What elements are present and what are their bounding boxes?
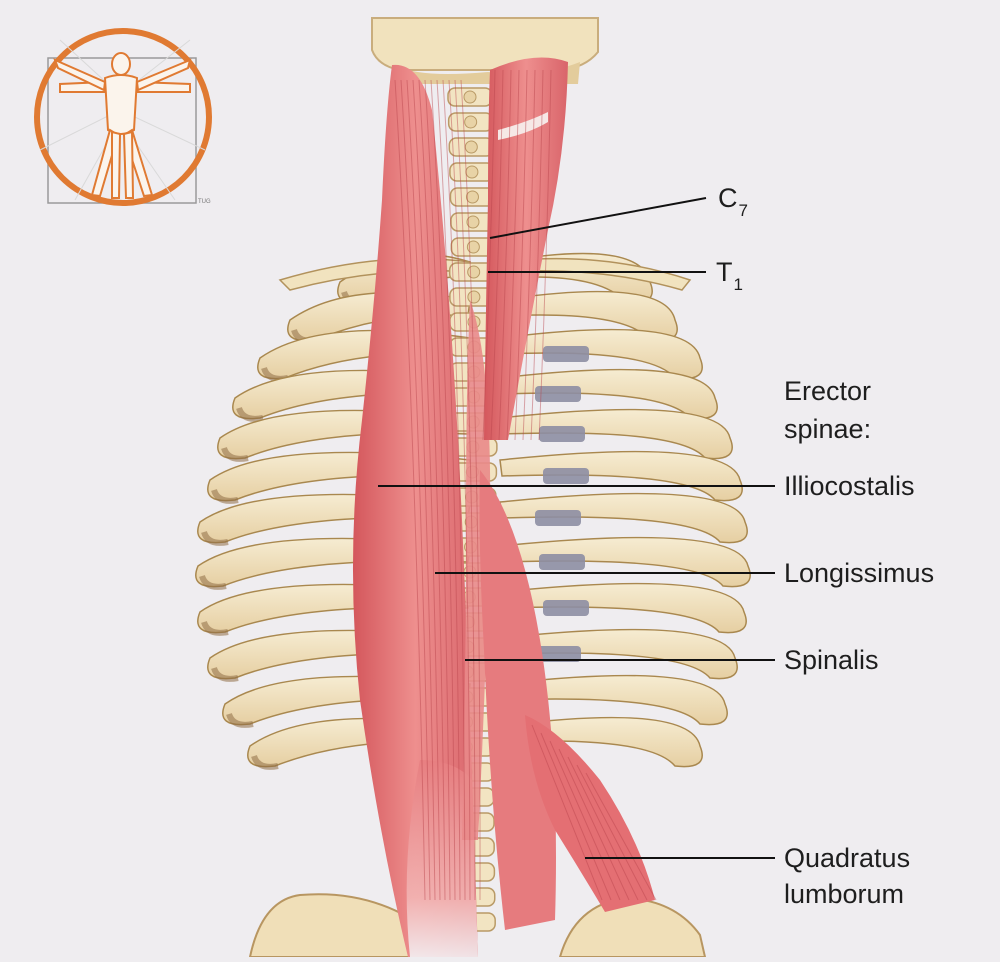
costal-cartilage	[539, 554, 585, 570]
costal-cartilage	[543, 600, 589, 616]
right-muscle-fiber	[498, 69, 512, 441]
costal-cartilage	[535, 510, 581, 526]
left-rib-shadow	[251, 754, 279, 770]
right-lower-muscle	[479, 470, 556, 930]
quadratus-fiber	[540, 732, 612, 901]
leader-c7	[489, 197, 707, 239]
right-muscle-fiber	[482, 69, 496, 441]
label-illiocostalis: Illiocostalis	[784, 471, 915, 501]
spinous-process	[465, 165, 479, 179]
label-erector-spinae-line1: Erector	[784, 376, 872, 406]
left-rib-shadow	[211, 488, 239, 504]
leader-lines	[378, 197, 775, 859]
costal-cartilage	[539, 426, 585, 442]
left-rib-shadow	[221, 446, 249, 462]
label-quadratus-line2: lumborum	[784, 879, 905, 909]
left-muscle-fiber	[436, 79, 461, 901]
label-erector-spinae-line2: spinae:	[784, 414, 872, 444]
spinous-process	[466, 240, 480, 254]
label-quadratus-line1: Quadratus	[784, 843, 911, 873]
quadratus-fiber	[558, 748, 630, 901]
erector-spinae-muscles	[352, 57, 657, 957]
spinous-process	[467, 265, 481, 279]
quadratus-lumborum-muscle	[525, 715, 655, 912]
vitruvian-logo: TUG	[34, 28, 212, 206]
left-muscle-fiber	[442, 79, 466, 901]
left-rib-shadow	[236, 406, 264, 422]
left-spinalis-muscle	[462, 300, 491, 840]
left-muscle-fiber	[448, 79, 471, 901]
costal-cartilage	[543, 346, 589, 362]
left-rib-shadow	[226, 712, 254, 728]
right-muscle-fiber	[530, 69, 544, 441]
spinous-process	[464, 115, 478, 129]
right-muscle-fiber	[490, 69, 504, 441]
right-muscle-fiber	[514, 69, 528, 441]
label-c7: C7	[718, 183, 748, 220]
right-muscle-fiber	[522, 69, 536, 441]
quadratus-fiber	[585, 772, 657, 901]
left-muscle-fiber	[394, 79, 426, 901]
left-muscle-fiber	[418, 79, 446, 901]
quadratus-fiber	[567, 756, 639, 901]
left-rib-shadow	[201, 620, 229, 636]
right-rib	[499, 492, 748, 544]
left-muscle-fiber	[424, 79, 451, 901]
left-muscle-fiber	[412, 79, 441, 901]
quadratus-fiber	[531, 724, 603, 901]
right-neck-muscle	[484, 57, 568, 440]
spinous-process	[463, 90, 477, 104]
right-rib	[499, 450, 743, 502]
logo-mark: TUG	[198, 199, 211, 205]
right-rib	[499, 368, 718, 420]
left-rib-shadow	[199, 574, 227, 590]
left-muscle-fiber	[400, 79, 431, 901]
left-erector-muscle	[352, 64, 478, 957]
label-spinalis: Spinalis	[784, 645, 879, 675]
right-clavicle	[499, 257, 692, 291]
right-rib	[499, 674, 728, 726]
left-muscle-fiber	[406, 79, 436, 901]
left-muscle-fiber	[430, 79, 456, 901]
right-rib	[499, 536, 751, 588]
quadratus-fiber	[549, 740, 621, 901]
pelvis	[248, 893, 707, 958]
costal-cartilage	[535, 386, 581, 402]
right-muscle-fiber	[506, 69, 520, 441]
label-t1: T1	[716, 257, 743, 294]
left-muscle-fiber	[460, 79, 481, 901]
right-rib	[499, 408, 733, 460]
spinous-process	[467, 290, 481, 304]
right-muscle-fiber	[538, 69, 552, 441]
left-muscle-fiber	[454, 79, 476, 901]
label-longissimus: Longissimus	[784, 558, 935, 588]
right-rib	[499, 328, 703, 380]
spinous-process	[465, 190, 479, 204]
right-rib	[499, 628, 738, 680]
right-rib	[499, 582, 747, 634]
left-rib-shadow	[211, 666, 239, 682]
quadratus-fiber	[576, 764, 648, 901]
costal-cartilage	[543, 468, 589, 484]
costal-cartilage	[535, 646, 581, 662]
right-rib	[499, 290, 678, 342]
spinous-process	[464, 140, 478, 154]
left-rib-shadow	[201, 530, 229, 546]
spinous-process	[466, 215, 480, 229]
